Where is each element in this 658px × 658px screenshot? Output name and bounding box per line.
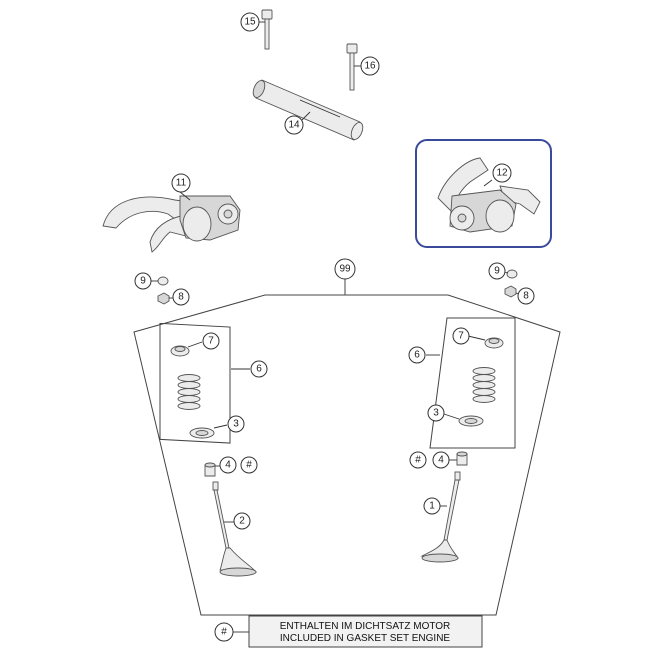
valve-spring-right xyxy=(472,367,496,403)
exhaust-valve-2 xyxy=(212,481,258,577)
callout-16: 16 xyxy=(360,56,380,76)
leader-14 xyxy=(301,111,311,121)
callout-hash-legend: # xyxy=(214,622,234,642)
leader-11 xyxy=(179,191,191,201)
legend-box: ENTHALTEN IM DICHTSATZ MOTOR INCLUDED IN… xyxy=(248,615,483,648)
callout-9-left: 9 xyxy=(134,272,152,290)
callout-6-left: 6 xyxy=(250,360,268,378)
nut-8-right xyxy=(504,285,517,298)
valve-retainer-7-right xyxy=(484,337,504,349)
adjuster-nut-9-left xyxy=(157,276,169,286)
callout-6-right-label: 6 xyxy=(414,350,420,361)
intake-valve-1 xyxy=(420,471,461,563)
valve-stem-seal-4-left xyxy=(204,462,216,477)
callout-7-right: 7 xyxy=(452,327,470,345)
callout-4-left: 4 xyxy=(219,456,237,474)
callout-4-left-label: 4 xyxy=(225,460,231,471)
callout-9-right: 9 xyxy=(488,262,506,280)
highlight-frame-12 xyxy=(415,139,552,248)
callout-8-right-label: 8 xyxy=(523,291,529,302)
callout-4-right: 4 xyxy=(432,451,450,469)
callout-99: 99 xyxy=(334,258,356,280)
leader-3-right xyxy=(443,413,460,420)
callout-hash-left-label: # xyxy=(246,460,252,471)
legend-text-line1: ENTHALTEN IM DICHTSATZ MOTOR xyxy=(280,621,451,632)
callout-99-label: 99 xyxy=(339,264,351,275)
spring-set-box-left xyxy=(159,322,231,444)
callout-15-label: 15 xyxy=(244,17,256,28)
callout-3-right-label: 3 xyxy=(433,408,439,419)
callout-2: 2 xyxy=(233,512,251,530)
callout-12: 12 xyxy=(492,163,512,183)
spring-seat-3-left xyxy=(189,427,215,439)
callout-7-left: 7 xyxy=(202,332,220,350)
callout-hash-left: # xyxy=(240,456,258,474)
callout-1-label: 1 xyxy=(429,501,435,512)
rocker-arm-12 xyxy=(437,157,541,233)
valve-stem-seal-4-right xyxy=(456,451,468,466)
rocker-arm-11 xyxy=(102,195,241,253)
valve-group-outline xyxy=(133,294,561,616)
callout-15: 15 xyxy=(240,12,260,32)
leader-3-left xyxy=(213,424,228,429)
callout-3-left: 3 xyxy=(227,415,245,433)
callout-12-label: 12 xyxy=(496,168,508,179)
callout-11-label: 11 xyxy=(176,178,187,189)
callout-hash-right-label: # xyxy=(415,455,421,466)
callout-11: 11 xyxy=(171,173,191,193)
callout-hash-legend-label: # xyxy=(221,627,227,638)
callout-8-left-label: 8 xyxy=(178,292,184,303)
callout-16-label: 16 xyxy=(364,61,376,72)
callout-4-right-label: 4 xyxy=(438,455,444,466)
leader-7-right xyxy=(467,335,486,341)
callout-7-right-label: 7 xyxy=(458,331,464,342)
callout-3-right: 3 xyxy=(427,404,445,422)
adjuster-nut-9-right xyxy=(506,269,518,279)
bolt-16 xyxy=(346,43,358,91)
callout-1: 1 xyxy=(423,497,441,515)
callout-9-left-label: 9 xyxy=(140,276,146,287)
callout-6-left-label: 6 xyxy=(256,364,262,375)
callout-14: 14 xyxy=(284,115,304,135)
spring-seat-3-right xyxy=(458,415,484,427)
nut-8-left xyxy=(157,292,170,305)
legend-text-line2: INCLUDED IN GASKET SET ENGINE xyxy=(280,633,451,644)
callout-3-left-label: 3 xyxy=(233,419,239,430)
leader-12 xyxy=(483,179,493,187)
callout-14-label: 14 xyxy=(288,120,300,131)
callout-8-right: 8 xyxy=(517,287,535,305)
bolt-15 xyxy=(261,9,273,50)
rocker-shaft-14 xyxy=(252,79,364,141)
callout-6-right: 6 xyxy=(408,346,426,364)
callout-7-left-label: 7 xyxy=(208,336,214,347)
valve-retainer-7-left xyxy=(170,345,190,357)
callout-hash-right: # xyxy=(409,451,427,469)
callout-8-left: 8 xyxy=(172,288,190,306)
valve-spring-left xyxy=(177,374,201,410)
leader-7-left xyxy=(187,341,203,348)
callout-2-label: 2 xyxy=(239,516,245,527)
callout-9-right-label: 9 xyxy=(494,266,500,277)
